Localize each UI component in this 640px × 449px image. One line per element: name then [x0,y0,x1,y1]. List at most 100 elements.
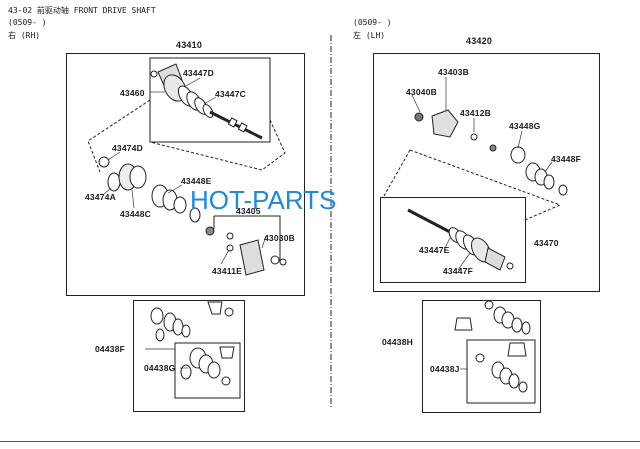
rh-dashed-outline-right [149,119,286,171]
rh-boot-ring-4 [202,104,214,118]
rh-kit-ring-1 [224,307,234,317]
label-43405: 43405 [236,206,261,216]
left-side-label: 右 (RH) [8,31,41,40]
lh-shaft-tip [506,262,514,270]
rh-kit-boot-3 [181,324,191,338]
rh-ring-small [189,207,201,223]
label-43474a: 43474A [85,192,116,202]
title-en: FRONT DRIVE SHAFT [73,6,156,15]
leader-43040b [411,94,421,113]
rh-kit-inner-boot-3 [207,361,221,379]
lh-kit-inner-ring [475,353,485,363]
rh-kit-clamp-2 [155,328,165,342]
label-43411e: 43411E [212,266,243,276]
label-43412b: 43412B [460,108,491,118]
leader-43447e [444,237,451,249]
lh-boot-kit-box [422,300,541,413]
rh-snap-ring [226,244,234,252]
lh-kit-parts [454,300,531,393]
rh-assembly-box [66,53,305,296]
label-43447d: 43447D [183,68,214,78]
rh-boot-43448c [129,165,147,189]
label-43448c: 43448C [120,209,151,219]
rh-cap-small [279,258,287,266]
rh-clamp-43474d [98,156,110,168]
label-43040b: 43040B [406,87,437,97]
rh-boot-kit-box [133,300,245,412]
lh-kit-inner-clamp [518,381,528,393]
rh-boot-43448e-3 [173,196,187,214]
lh-bolt-43040b [414,112,424,122]
lh-kit-grease-1 [454,317,473,331]
rh-cap [270,255,280,265]
rh-drive-shaft-drawing [98,63,287,276]
lh-kit-inner-grease [507,342,527,357]
lh-outer-joint-stub [484,247,506,271]
label-04438f: 04438F [95,344,126,354]
leader-43411e [220,249,230,265]
label-43474d: 43474D [112,143,143,153]
rh-shaft-bar [209,110,263,140]
footer-divider [0,441,640,442]
leader-43448c [131,189,135,209]
rh-kit-grease-1 [207,301,223,315]
leader-43030b [261,235,267,249]
lh-kit-clamp-1 [521,321,531,335]
lh-ring-43448f [558,184,568,196]
label-04438g: 04438G [144,363,176,373]
rh-kit-inner-box [174,342,241,399]
section-code: 43-02 [8,6,33,15]
rh-kit-inner-clamp-1 [180,364,192,380]
label-43403b: 43403B [438,67,469,77]
leader-43447d [185,77,201,87]
rh-kit-inner-ring [221,376,231,386]
header-title: 43-02 前驱动轴 FRONT DRIVE SHAFT [8,5,156,16]
lh-kit-inner-boot-3 [508,373,520,389]
label-43448g: 43448G [509,121,541,131]
label-43460: 43460 [120,88,145,98]
label-43470: 43470 [534,238,559,248]
rh-bracket-43405 [214,215,281,262]
label-43420: 43420 [466,36,493,46]
rh-kit-boot-2 [172,318,184,336]
lh-shaft-bar [407,208,451,234]
lh-dashed-left [383,149,411,197]
leader-43447f [457,252,471,271]
label-43447c: 43447C [215,89,246,99]
right-side-label: 左 (LH) [353,31,386,40]
label-04438h: 04438H [382,337,413,347]
label-43448f: 43448F [551,154,582,164]
lh-joint-parts [414,109,568,196]
rh-kit-inner-grease [219,346,235,359]
rh-spider [205,226,215,236]
lh-dashed-right [409,149,562,221]
rh-inner-joint-43030b [239,239,265,276]
leader-43474a [103,187,112,195]
lh-boot-3 [543,174,555,190]
label-43410: 43410 [176,40,203,50]
leader-43448g [517,130,523,149]
rh-shaft-collar-2 [237,122,248,133]
label-43448e: 43448E [181,176,212,186]
left-date-range: (0509- ) [8,18,47,27]
lh-drive-shaft-drawing [407,208,514,271]
lh-clip [489,144,497,152]
lh-kit-inner-box [466,339,536,404]
right-date-range: (0509- ) [353,18,392,27]
rh-dashed-outline-left [87,99,151,173]
leader-43448f [544,161,553,173]
lh-kit-ring-1 [484,300,494,310]
leader-43447c [203,96,217,105]
rh-shaft-collar-1 [227,117,238,128]
label-04438j: 04438J [430,364,460,374]
leader-43448e [167,184,183,194]
title-cn: 前驱动轴 [36,6,69,15]
lh-clamp-43448g [510,146,526,164]
lh-assembly-box [373,53,600,292]
leader-43474d [107,151,121,161]
watermark-text: HOT-PARTS [190,185,337,215]
lh-kit-boot-3 [511,317,523,333]
rh-bearing-small [226,232,234,240]
rh-ring-43474a [107,172,121,192]
